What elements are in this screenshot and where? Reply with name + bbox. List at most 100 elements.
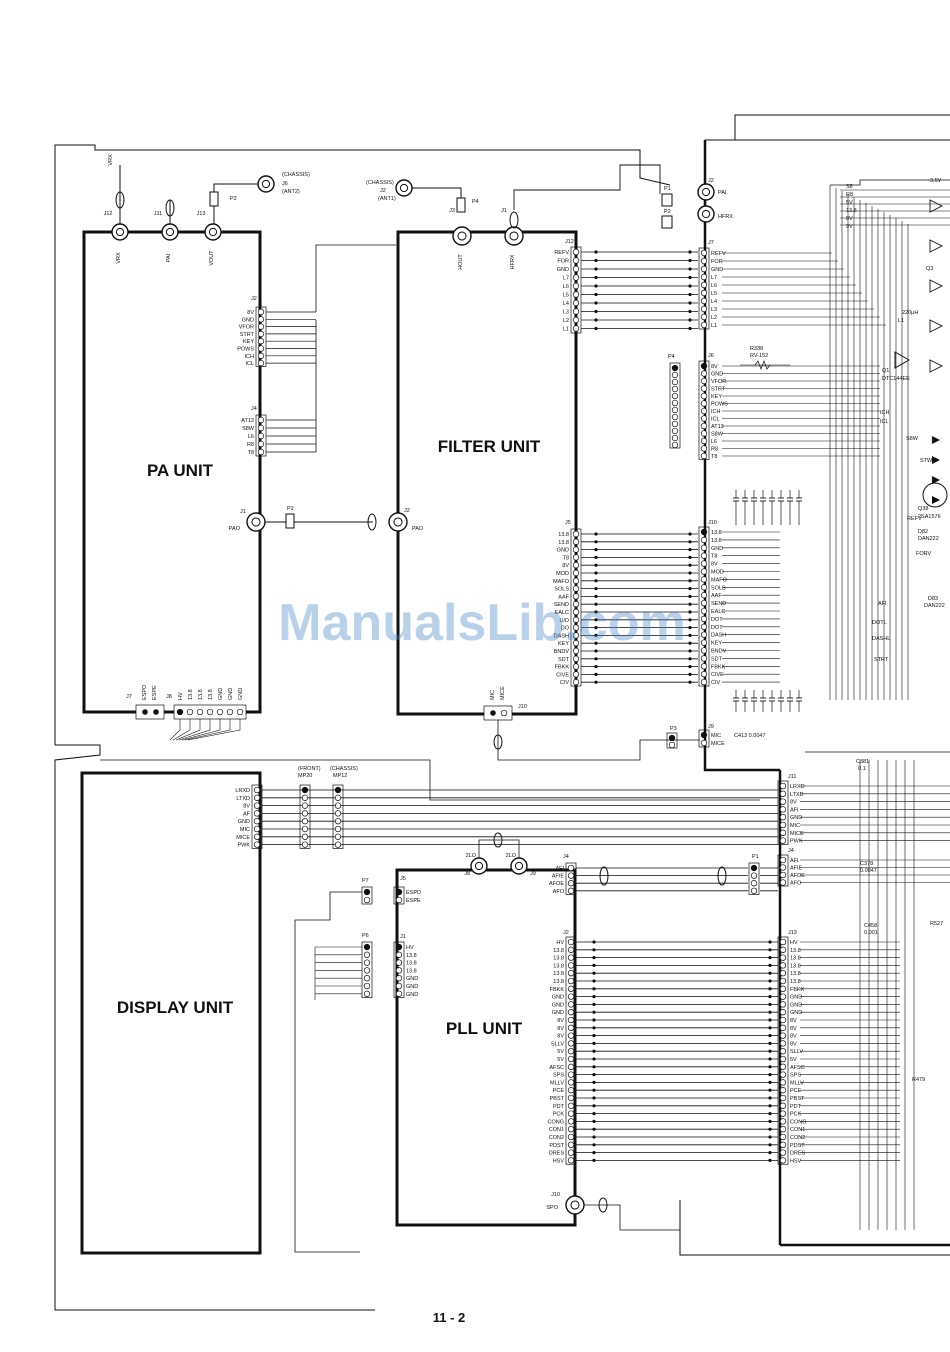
connector-pin [779,954,787,961]
pin-label: 8V [790,1041,797,1047]
net-label: DOTL [872,620,887,626]
plug-label: P2 [287,506,294,512]
connector-pin [567,954,575,961]
pin-label: 13.8 [553,956,564,962]
connector-pin [572,647,580,655]
connector-name: J11 [788,774,796,780]
pin-label: 13.8 [790,963,801,969]
pin-label: PWK [790,839,803,845]
pin-label: 8V [557,1018,564,1024]
net-label: S8W [906,436,919,442]
connector-name: J1 [400,934,406,940]
connector-name: J9 [530,871,536,877]
connector-pin [671,427,679,435]
pin-label: MAFO [553,579,570,585]
connector-pin [567,887,575,894]
pin-label: SOLS [711,585,726,591]
pin-label: L4 [563,301,569,307]
pin-label: ESPD [406,890,421,896]
connector-pin [700,281,708,289]
pin-label: L1 [563,327,569,333]
component-label: DTC144EE [882,376,910,382]
plug-label: P4 [668,354,675,360]
connector-name: J5 [565,520,571,526]
connector-pin [567,1032,575,1039]
pin-label: ESPE [152,685,158,700]
diode-icon [932,496,940,504]
connector-pin [779,1079,787,1086]
connector-pin [216,708,224,716]
connector-pin [700,321,708,329]
pin-label: AT13 [711,424,724,430]
pin-label: GND [711,372,723,378]
connector-pin [700,297,708,305]
pin-label: PDT [790,1104,802,1110]
pin-label: FBKK [790,987,805,993]
plug-label: P2 [230,196,237,202]
main-j10-connector [698,526,710,687]
pll-unit-title: PLL UNIT [446,1019,523,1038]
connector-pin [700,568,708,575]
connector-name: J2 [563,930,569,936]
net-label: 9V [846,224,853,230]
pin-label: PDST [549,1143,564,1149]
pin-label: 13.8 [711,530,722,536]
pin-label: 13.8 [208,689,214,700]
pin-label: AFIE [552,874,565,880]
connector-pin [700,415,708,422]
connector-pin [700,607,708,615]
pin-label: GND [790,995,802,1001]
pll-j2-connector [565,936,577,1165]
pin-label: SDT [711,656,723,662]
jack-tag: (CHASSIS) [282,172,310,178]
pin-label: MOD [711,570,724,576]
pin-label: CONG [790,1119,807,1125]
connector-pin [395,896,403,904]
ant1-jack [395,179,413,197]
plug-icon [209,191,219,207]
connector-pin [668,734,676,742]
pin-label: 8V [243,804,250,810]
connector-pin [700,452,708,460]
pin-label: PAO [412,526,424,532]
connector-pin [567,880,575,887]
plug-label: P4 [472,199,479,205]
jack-label: J1 [501,208,507,214]
main-j2-jack [697,205,715,223]
ferrite-icon [115,191,125,209]
pin-label: LTXD [790,792,804,798]
connector-pin [779,1032,787,1039]
jack-pin-label: HOUT [458,254,464,270]
connector-pin [334,825,342,833]
pin-label: GND [238,819,250,825]
pin-label: MIC [490,690,496,700]
connector-pin [363,975,371,982]
connector-pin [700,362,708,370]
connector-pin [572,569,580,577]
connector-pin [253,810,261,817]
connector-pin [334,818,342,825]
pin-label: AFSC [549,1065,564,1071]
connector-pin [257,416,265,424]
connector-pin [395,990,403,997]
connector-pin [779,829,787,836]
ferrite-icon [599,866,609,886]
jack-tag: (FRONT) [298,766,321,772]
connector-pin [567,993,575,1000]
connector-pin [253,818,261,825]
jack-tag: (CHASSIS) [366,180,394,186]
pin-label: SEND [554,602,569,608]
pin-label: 8V [557,1034,564,1040]
pa-j4-connector [255,414,267,457]
pin-label: HV [406,945,414,951]
pll-j8-jack [470,857,488,875]
connector-pin [572,257,580,264]
pin-label: MICE [711,741,725,747]
pin-label: AFIE [790,866,803,872]
pin-label: PAI [718,190,727,196]
connector-pin [671,434,679,442]
pin-label: EALC [555,610,569,616]
connector-pin [779,1126,787,1133]
pin-label: AAF [558,594,569,600]
connector-pin [257,424,265,432]
